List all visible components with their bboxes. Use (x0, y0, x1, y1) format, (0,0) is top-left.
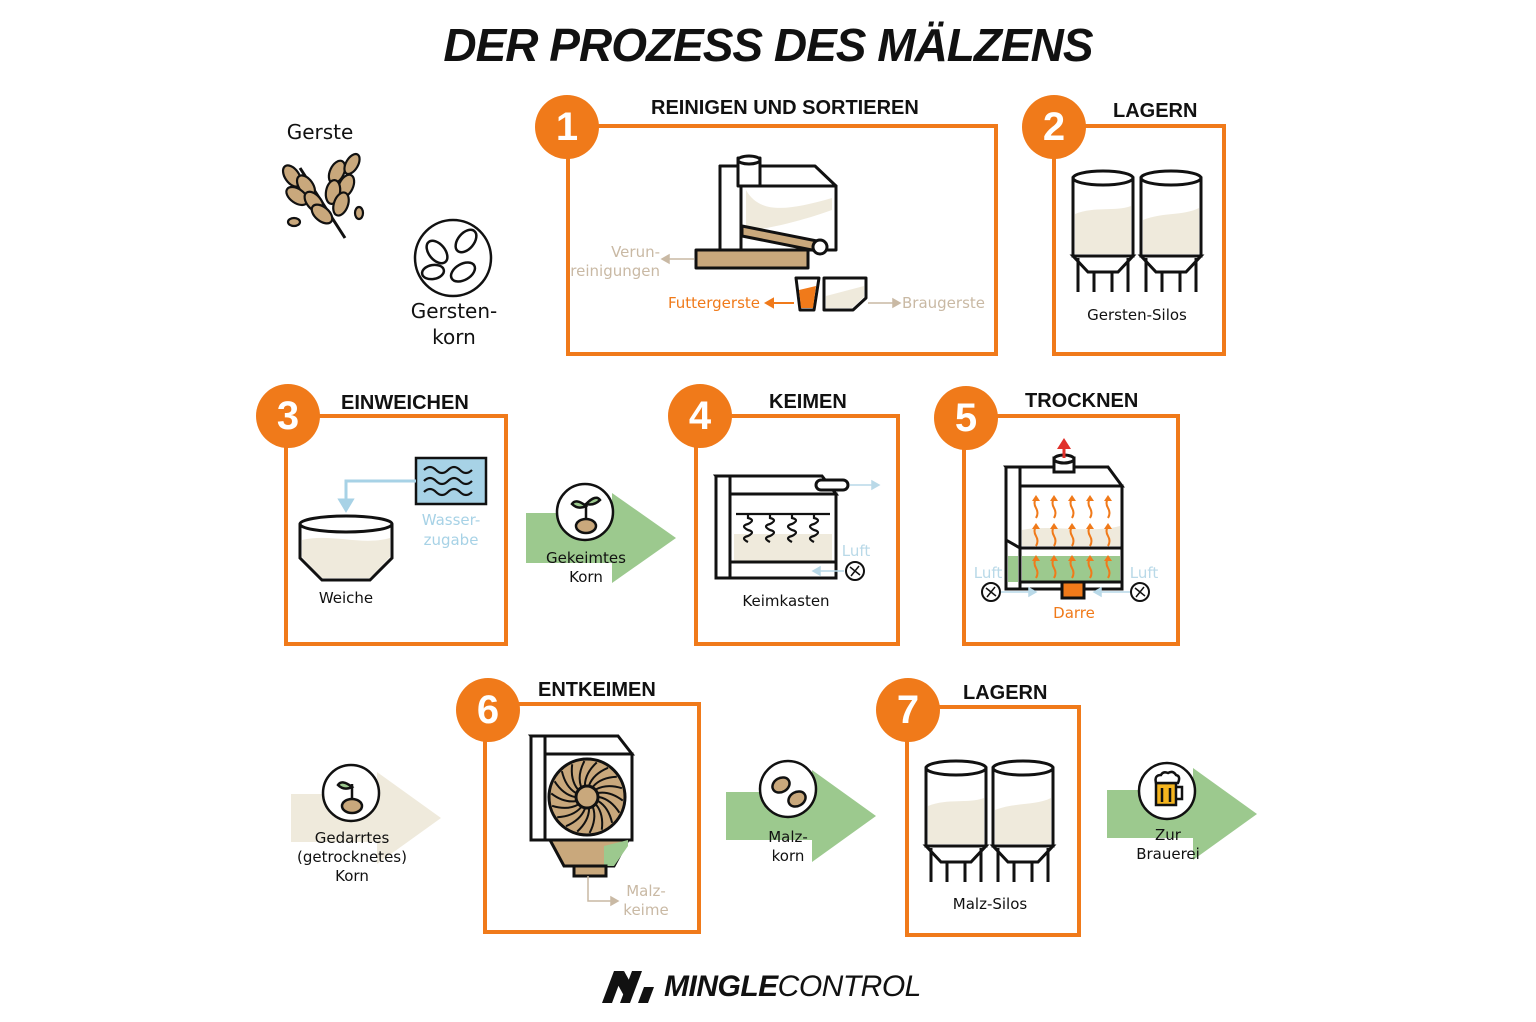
turbine-blade (553, 780, 576, 798)
barley-label: Gerste (286, 120, 354, 144)
step-3-title: EINWEICHEN (341, 392, 469, 414)
barley-ear-icon (281, 152, 365, 239)
germinated-grain-label: Gekeimtes Korn (546, 549, 626, 586)
kiln-exhaust-arrow (1057, 438, 1071, 458)
to-brewery-label: Zur Brauerei (1136, 826, 1200, 863)
feed-barley-label: Futtergerste (667, 294, 760, 312)
turbine-blade (570, 764, 579, 790)
fan-icon (845, 561, 865, 581)
sprout-icon (555, 482, 615, 542)
kilned-grain-icon (321, 763, 381, 823)
brewing-barley-label: Braugerste (902, 294, 985, 312)
step-1-badge: 1 (535, 95, 599, 159)
malt-grain-label: Malz- korn (768, 828, 808, 865)
turbine-blade (597, 800, 614, 824)
germination-box-label: Keimkasten (742, 592, 830, 610)
turbine-blade (595, 804, 604, 830)
turbine-blade (595, 785, 623, 791)
kiln-heat-arrowheads (1032, 495, 1112, 561)
barley-silos-label: Gersten-Silos (1087, 306, 1187, 324)
step-6-badge: 6 (456, 678, 520, 742)
kiln-fan-left-icon (981, 582, 1001, 602)
turbine-blade (578, 760, 586, 787)
turbine-blade (551, 803, 579, 809)
step-3-badge: 3 (256, 384, 320, 448)
water-addition-label: Wasser- zugabe (421, 511, 481, 549)
degerming-turbine (550, 760, 624, 834)
barley-silos-icon (1069, 169, 1205, 292)
turbine-blade (598, 791, 624, 802)
sorting-machine-icon (694, 154, 868, 312)
turbine-blade (588, 807, 596, 834)
germination-air-arrows (811, 479, 881, 577)
steep-label: Weiche (318, 589, 374, 607)
germination-box-icon (712, 474, 850, 580)
step-4-title: KEIMEN (769, 391, 847, 413)
impurities-label: Verun- reinigungen (570, 243, 660, 280)
malt-grain-icon (758, 759, 818, 819)
turbine-blade (588, 766, 609, 786)
turbine-blade (583, 761, 598, 786)
kiln-label: Darre (1053, 604, 1095, 622)
impurities-arrow (660, 253, 902, 309)
germination-spirals (736, 512, 830, 543)
turbine-blade (550, 792, 576, 803)
turbine-blade (565, 808, 586, 828)
step-1-title: REINIGEN UND SORTIEREN (651, 97, 919, 119)
kiln-air-right-label: Luft (1129, 564, 1159, 582)
beer-mug-icon (1137, 761, 1197, 821)
kiln-air-left-label: Luft (973, 564, 1003, 582)
step-2-title: LAGERN (1113, 100, 1198, 122)
turbine-blade (592, 775, 617, 788)
water-tank-icon (414, 456, 488, 506)
brand-name: MINGLECONTROL (664, 970, 921, 1003)
kiln-fan-right-icon (1130, 582, 1150, 602)
step-4-badge: 4 (668, 384, 732, 448)
degerming-machine-icon (527, 734, 636, 878)
brand-logo: MINGLECONTROL (600, 965, 921, 1009)
turbine-blade (560, 770, 577, 794)
kilned-grain-label: Gedarrtes (getrocknetes) Korn (297, 829, 407, 885)
water-pipe (337, 479, 416, 513)
brand-mark-icon (602, 971, 654, 1003)
step-5-badge: 5 (934, 386, 998, 450)
grain-icon (413, 218, 493, 298)
germination-air-label: Luft (841, 542, 871, 560)
kiln-air-arrows (1000, 586, 1130, 598)
malt-silos-icon (922, 759, 1057, 882)
kiln-icon (1003, 453, 1125, 600)
step-7-title: LAGERN (963, 682, 1048, 704)
turbine-blade (598, 796, 621, 814)
step-2-badge: 2 (1022, 95, 1086, 159)
turbine-blade (557, 806, 582, 819)
step-7-badge: 7 (876, 678, 940, 742)
title-highlight: MÄLZENS (869, 19, 1111, 71)
rootlets-arrow (587, 876, 620, 907)
turbine-blade (576, 808, 591, 833)
rootlets-label: Malz- keime (623, 882, 669, 919)
steep-tank-icon (298, 514, 394, 582)
grain-label: Gersten- korn (410, 299, 498, 349)
page-title: DER PROZESS DES MÄLZENS (0, 18, 1536, 72)
step-5-title: TROCKNEN (1025, 390, 1139, 412)
malt-silos-label: Malz-Silos (952, 895, 1028, 913)
title-prefix: DER PROZESS DES (443, 19, 878, 71)
feed-barley-arrow (763, 297, 794, 309)
step-6-title: ENTKEIMEN (538, 679, 656, 701)
